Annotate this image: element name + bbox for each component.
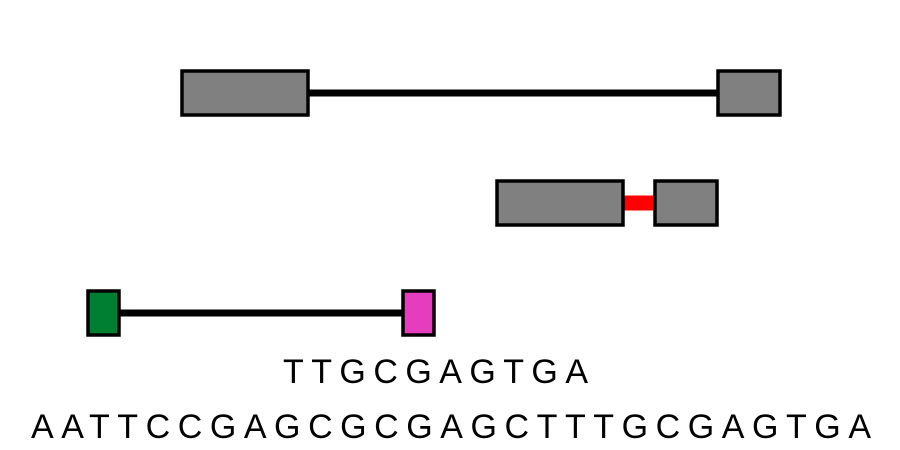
transcript-2 xyxy=(495,179,719,227)
start-marker xyxy=(86,289,121,337)
exon-box xyxy=(653,179,719,227)
transcript-1 xyxy=(180,69,782,117)
read-pair xyxy=(86,289,436,337)
exon-box xyxy=(180,69,310,117)
exon-box xyxy=(495,179,625,227)
end-marker xyxy=(401,289,436,337)
short-sequence: TTGCGAGTGA xyxy=(283,353,588,391)
long-sequence: AATTCCGAGCGCGAGCTTTGCGAGTGA xyxy=(31,408,871,446)
exon-box xyxy=(716,69,782,117)
